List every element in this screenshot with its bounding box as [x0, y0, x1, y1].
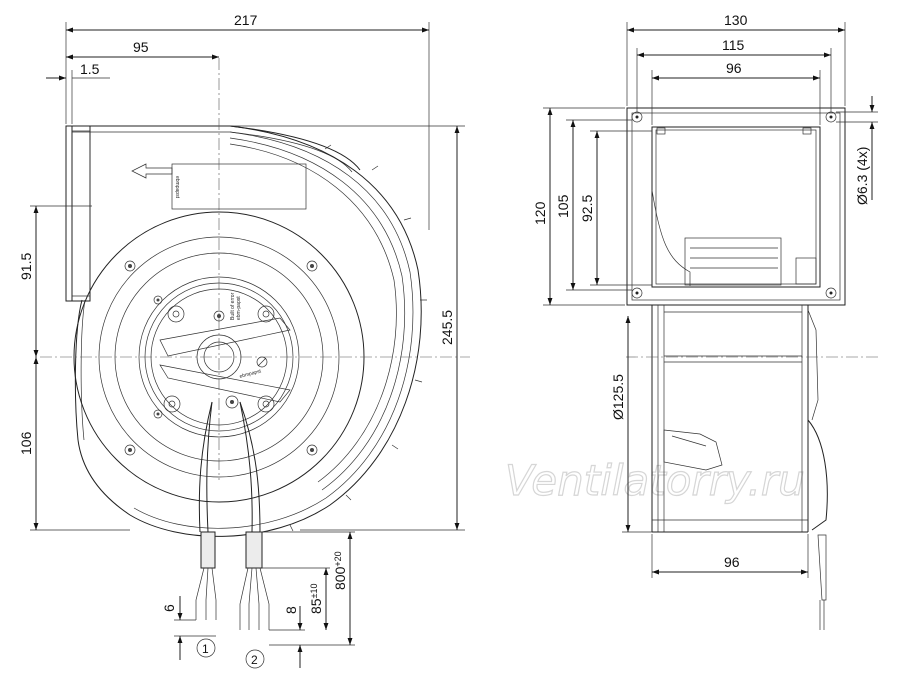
mount-hole-icon: [825, 111, 837, 123]
housing-body-front: [651, 305, 828, 630]
cable-marker-1: 1: [196, 638, 216, 658]
scroll-housing: [74, 125, 427, 537]
cable-bundle: [195, 401, 270, 630]
label-plate-text: ebmpapst: [174, 176, 180, 199]
dim-hole-spacing-v: 105: [555, 194, 571, 218]
watermark: Ventilatorry.ru: [505, 456, 805, 505]
mount-hole-icon: [631, 111, 643, 123]
dim-lead-offset: 8: [283, 606, 299, 614]
screw-icon: [167, 305, 185, 323]
dim-strip-length: 6: [161, 604, 177, 612]
hub-logo: ebmpapst: [239, 368, 262, 380]
screw-icon: [124, 444, 136, 456]
dim-stripped-lead: 85±10: [308, 583, 324, 614]
outlet-flange-front: [626, 107, 846, 306]
dim-overall-width: 217: [234, 12, 258, 28]
mount-hole-icon: [825, 287, 837, 299]
dim-opening-width: 96: [726, 60, 742, 76]
screw-icon: [124, 260, 136, 272]
dim-flange-thickness: 1.5: [80, 61, 100, 77]
dim-overall-height: 245.5: [439, 310, 455, 345]
dim-bottom-width: 96: [724, 554, 740, 570]
screw-icon: [163, 395, 181, 413]
screw-icon: [225, 395, 239, 409]
hub-label-line2: ebm-papst: [236, 296, 242, 320]
dim-left-height-lower: 106: [18, 431, 34, 455]
mount-hole-icon: [631, 287, 643, 299]
hub-label-line1: Built of error: [230, 292, 236, 320]
side-view: ebmpapst Built of error ebm-papst ebmpap…: [18, 12, 470, 669]
screw-icon: [256, 356, 268, 368]
screw-icon: [306, 260, 318, 272]
outlet-flange: [65, 125, 91, 302]
screw-icon: [306, 444, 318, 456]
cable-marker-1-label: 1: [202, 642, 209, 656]
cable-marker-2-label: 2: [251, 653, 258, 667]
dim-hole-spacing-h: 115: [722, 37, 745, 53]
dim-flange-height: 120: [532, 201, 548, 225]
front-view: 130 115 96 120 105 92.5 Ø6.3 (4x) Ø: [532, 12, 880, 630]
dim-center-offset: 95: [133, 39, 149, 55]
screw-icon: [257, 305, 275, 323]
label-plate: ebmpapst: [171, 163, 307, 210]
dim-flange-width: 130: [724, 12, 748, 28]
dim-hole-diameter: Ø6.3 (4x): [854, 147, 870, 205]
screw-icon: [153, 409, 163, 419]
hub-screws: [124, 260, 318, 456]
cable-marker-2: 2: [245, 649, 265, 669]
dim-opening-height: 92.5: [579, 195, 595, 222]
dim-left-height-upper: 91.5: [18, 253, 34, 280]
screw-icon: [257, 395, 275, 413]
screw-icon: [153, 295, 163, 305]
dim-housing-diameter: Ø125.5: [610, 374, 626, 420]
dim-cable-length: 800+20: [332, 551, 348, 590]
airflow-arrow-icon: [131, 163, 173, 179]
